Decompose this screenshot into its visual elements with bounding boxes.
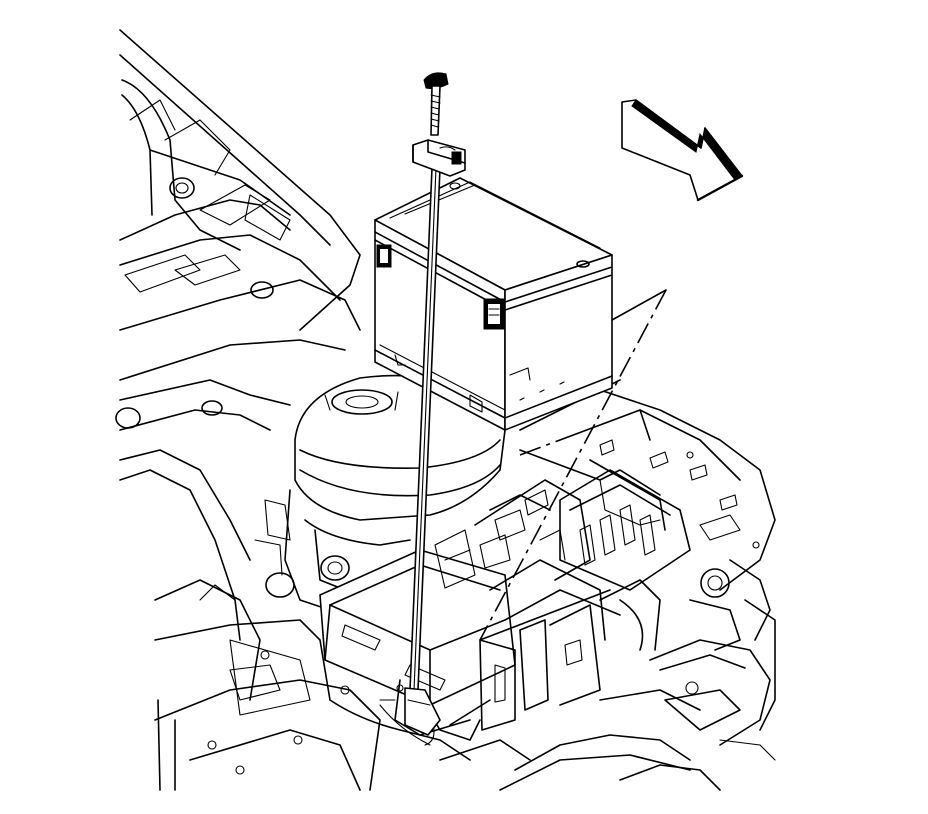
strut-tower bbox=[254, 374, 506, 611]
retainer-bolt bbox=[423, 72, 449, 136]
lower-left-structure bbox=[154, 579, 471, 791]
phantom-lines bbox=[479, 289, 667, 641]
arrow-icon bbox=[621, 99, 744, 202]
battery bbox=[374, 177, 613, 431]
front-support-structure bbox=[439, 379, 776, 791]
left-fender-structure bbox=[115, 29, 361, 641]
hold-down-retainer bbox=[404, 139, 466, 736]
